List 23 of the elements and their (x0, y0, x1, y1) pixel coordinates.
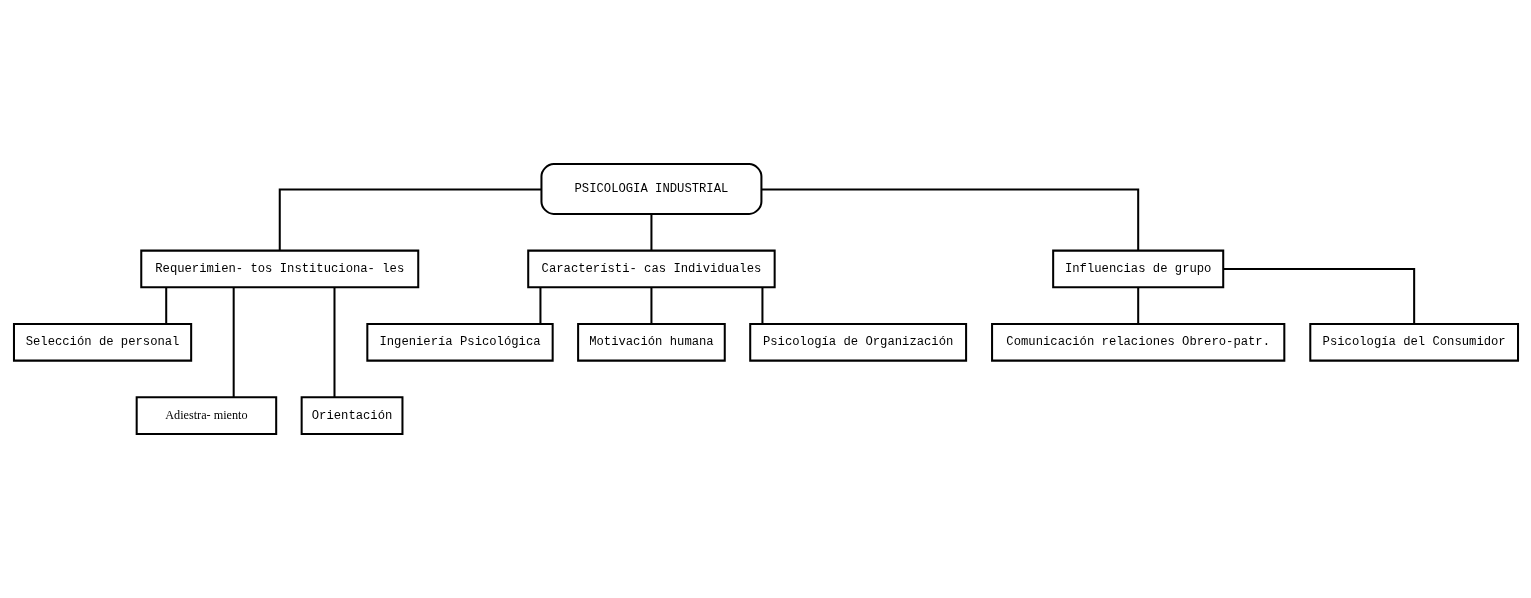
connector (538, 287, 541, 324)
node-box: Orientación (300, 396, 403, 435)
connector (1136, 287, 1139, 324)
node-box: Influencias de grupo (1051, 249, 1224, 289)
connector (649, 287, 652, 324)
connector (1222, 267, 1415, 324)
node-box: Característi- cas Individuales (526, 249, 776, 289)
node-box: Selección de personal (12, 322, 192, 362)
node-box: Adiestra- miento (135, 396, 277, 435)
connector (649, 214, 652, 251)
node-box: Requerimien- tos Instituciona- les (139, 249, 419, 289)
node-box: Ingeniería Psicológica (365, 322, 554, 362)
node-box: Motivación humana (576, 322, 726, 362)
connector (164, 287, 167, 324)
connector (760, 287, 763, 324)
connector (761, 188, 1139, 251)
connector (332, 287, 335, 398)
connector (278, 188, 541, 251)
connector (232, 287, 235, 398)
node-box: PSICOLOGIA INDUSTRIAL (539, 163, 762, 215)
node-box: Comunicación relaciones Obrero-patr. (990, 322, 1285, 362)
node-box: Psicología del Consumidor (1308, 322, 1519, 362)
node-box: Psicología de Organización (748, 322, 967, 362)
